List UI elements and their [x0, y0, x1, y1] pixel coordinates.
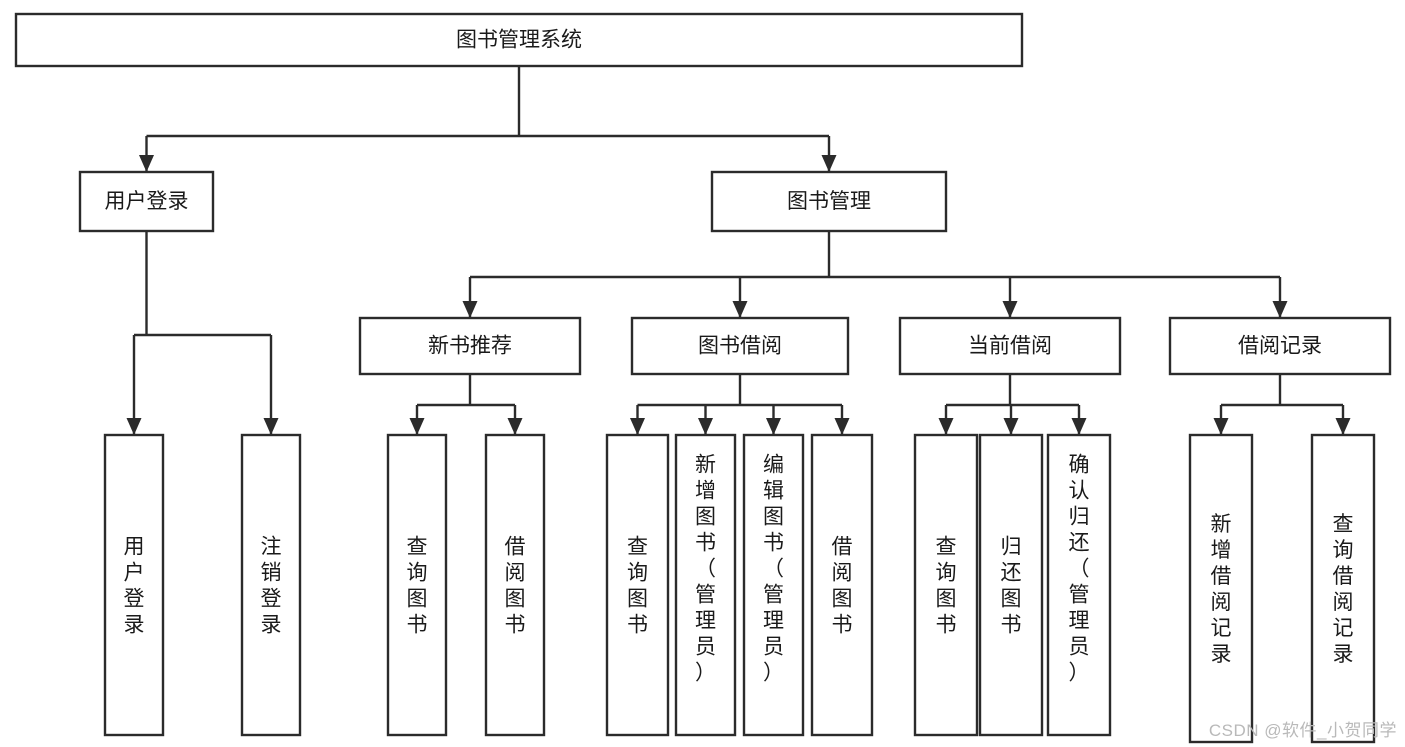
node-box-leaf_add_record: [1188, 433, 1254, 744]
node-leaf_query_book_b[interactable]: 查询图书: [605, 433, 670, 737]
node-leaf_return_book[interactable]: 归还图书: [978, 433, 1044, 737]
node-box-new_book_rec: [358, 316, 582, 376]
node-new_book_rec[interactable]: 新书推荐: [358, 316, 582, 376]
node-box-leaf_borrow_book_b: [810, 433, 874, 737]
node-label-book_borrow: 图书借阅: [698, 335, 782, 358]
node-box-root: [14, 12, 1024, 68]
node-box-user_login: [78, 170, 215, 233]
node-box-current_borrow: [898, 316, 1122, 376]
edges-layer: [126, 66, 1351, 435]
node-label-leaf_return_book: 归还图书: [1001, 535, 1022, 636]
node-leaf_add_book[interactable]: 新增图书（管理员）: [674, 433, 737, 737]
node-leaf_borrow_book_b[interactable]: 借阅图书: [810, 433, 874, 737]
node-label-leaf_query_record: 查询借阅记录: [1333, 513, 1354, 666]
node-label-leaf_add_book: 新增图书（管理员）: [695, 453, 716, 684]
node-label-leaf_logout: 注销登录: [261, 535, 282, 636]
node-book_borrow[interactable]: 图书借阅: [630, 316, 850, 376]
node-box-leaf_borrow_book_a: [484, 433, 546, 737]
node-box-book_borrow: [630, 316, 850, 376]
node-box-leaf_query_record: [1310, 433, 1376, 744]
node-box-leaf_add_book: [674, 433, 737, 737]
node-box-leaf_user_login: [103, 433, 165, 737]
node-label-leaf_borrow_book_b: 借阅图书: [832, 535, 853, 636]
node-leaf_user_login[interactable]: 用户登录: [103, 433, 165, 737]
nodes-layer: 图书管理系统用户登录图书管理新书推荐图书借阅当前借阅借阅记录用户登录注销登录查询…: [14, 12, 1392, 744]
node-book_mgmt[interactable]: 图书管理: [710, 170, 948, 233]
node-box-borrow_record: [1168, 316, 1392, 376]
node-box-leaf_confirm_return: [1046, 433, 1112, 737]
node-box-leaf_return_book: [978, 433, 1044, 737]
node-box-leaf_query_book_c: [913, 433, 979, 737]
node-box-leaf_edit_book: [742, 433, 805, 737]
node-leaf_confirm_return[interactable]: 确认归还（管理员）: [1046, 433, 1112, 737]
node-leaf_query_book_c[interactable]: 查询图书: [913, 433, 979, 737]
node-label-book_mgmt: 图书管理: [787, 190, 871, 213]
node-box-leaf_query_book_a: [386, 433, 448, 737]
node-box-book_mgmt: [710, 170, 948, 233]
node-leaf_query_record[interactable]: 查询借阅记录: [1310, 433, 1376, 744]
node-label-leaf_query_book_c: 查询图书: [936, 535, 957, 636]
node-leaf_logout[interactable]: 注销登录: [240, 433, 302, 737]
node-label-leaf_user_login: 用户登录: [124, 535, 145, 636]
csdn-watermark: CSDN @软件_小贺同学: [1208, 721, 1397, 740]
node-borrow_record[interactable]: 借阅记录: [1168, 316, 1392, 376]
node-label-leaf_borrow_book_a: 借阅图书: [505, 535, 526, 636]
node-label-leaf_query_book_a: 查询图书: [407, 535, 428, 636]
node-leaf_add_record[interactable]: 新增借阅记录: [1188, 433, 1254, 744]
node-root[interactable]: 图书管理系统: [14, 12, 1024, 68]
node-box-leaf_logout: [240, 433, 302, 737]
node-label-leaf_add_record: 新增借阅记录: [1211, 513, 1232, 666]
node-user_login[interactable]: 用户登录: [78, 170, 215, 233]
node-box-leaf_query_book_b: [605, 433, 670, 737]
node-current_borrow[interactable]: 当前借阅: [898, 316, 1122, 376]
node-label-leaf_edit_book: 编辑图书（管理员）: [763, 453, 784, 684]
node-label-leaf_query_book_b: 查询图书: [627, 535, 648, 636]
node-leaf_edit_book[interactable]: 编辑图书（管理员）: [742, 433, 805, 737]
node-label-root: 图书管理系统: [456, 29, 582, 52]
node-leaf_borrow_book_a[interactable]: 借阅图书: [484, 433, 546, 737]
node-label-borrow_record: 借阅记录: [1238, 335, 1322, 358]
node-label-new_book_rec: 新书推荐: [428, 335, 512, 358]
node-label-leaf_confirm_return: 确认归还（管理员）: [1069, 453, 1090, 684]
node-label-current_borrow: 当前借阅: [968, 335, 1052, 358]
node-label-user_login: 用户登录: [105, 190, 189, 213]
node-leaf_query_book_a[interactable]: 查询图书: [386, 433, 448, 737]
